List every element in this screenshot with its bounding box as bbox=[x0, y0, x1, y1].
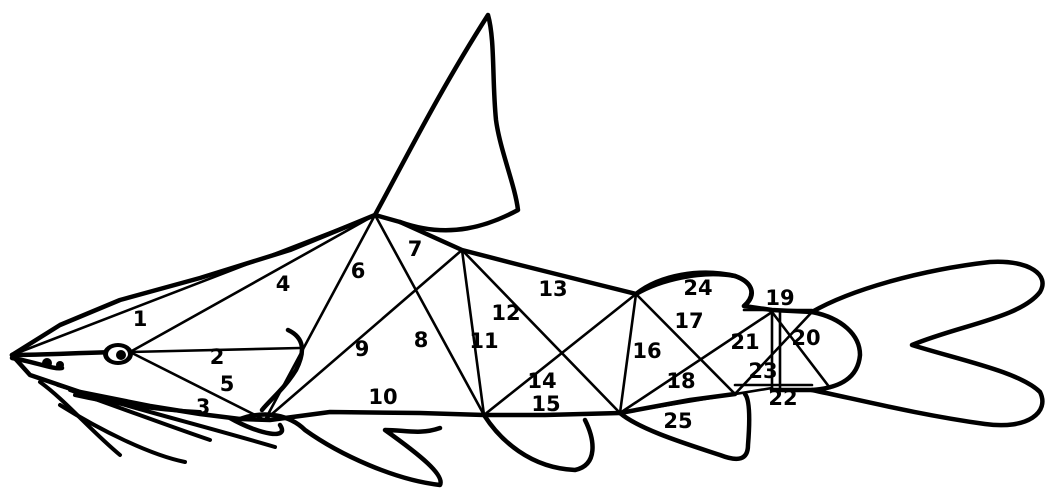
region-label-17: 17 bbox=[674, 309, 703, 333]
region-label-12: 12 bbox=[491, 301, 520, 325]
eye-icon bbox=[103, 343, 133, 365]
region-label-7: 7 bbox=[408, 237, 423, 261]
truss-line bbox=[12, 215, 375, 355]
region-label-3: 3 bbox=[196, 395, 211, 419]
region-label-9: 9 bbox=[355, 337, 370, 361]
region-label-23: 23 bbox=[748, 359, 777, 383]
region-label-24: 24 bbox=[683, 276, 712, 300]
region-label-10: 10 bbox=[368, 385, 397, 409]
pectoral-fin bbox=[230, 415, 441, 485]
barbel-5 bbox=[60, 405, 185, 462]
region-label-14: 14 bbox=[527, 369, 556, 393]
region-label-1: 1 bbox=[133, 307, 148, 331]
region-label-8: 8 bbox=[414, 328, 429, 352]
nostril-dot bbox=[42, 358, 52, 368]
eye-pupil bbox=[116, 350, 126, 360]
dorsal-fin bbox=[375, 15, 518, 230]
region-label-15: 15 bbox=[531, 392, 560, 416]
region-label-20: 20 bbox=[791, 326, 820, 350]
region-label-5: 5 bbox=[220, 372, 235, 396]
dorsal-body-contour bbox=[12, 215, 860, 390]
region-label-11: 11 bbox=[469, 329, 498, 353]
nostril-dot bbox=[56, 361, 64, 369]
region-label-19: 19 bbox=[765, 286, 794, 310]
pelvic-fin bbox=[484, 415, 593, 470]
operculum-curve bbox=[262, 330, 302, 410]
region-label-22: 22 bbox=[768, 386, 797, 410]
region-label-18: 18 bbox=[666, 369, 695, 393]
region-label-21: 21 bbox=[730, 330, 759, 354]
region-label-4: 4 bbox=[276, 272, 291, 296]
region-label-2: 2 bbox=[210, 345, 225, 369]
region-label-13: 13 bbox=[538, 277, 567, 301]
caudal-fin bbox=[812, 262, 1043, 425]
region-label-16: 16 bbox=[632, 339, 661, 363]
region-label-6: 6 bbox=[351, 259, 366, 283]
region-label-25: 25 bbox=[663, 409, 692, 433]
